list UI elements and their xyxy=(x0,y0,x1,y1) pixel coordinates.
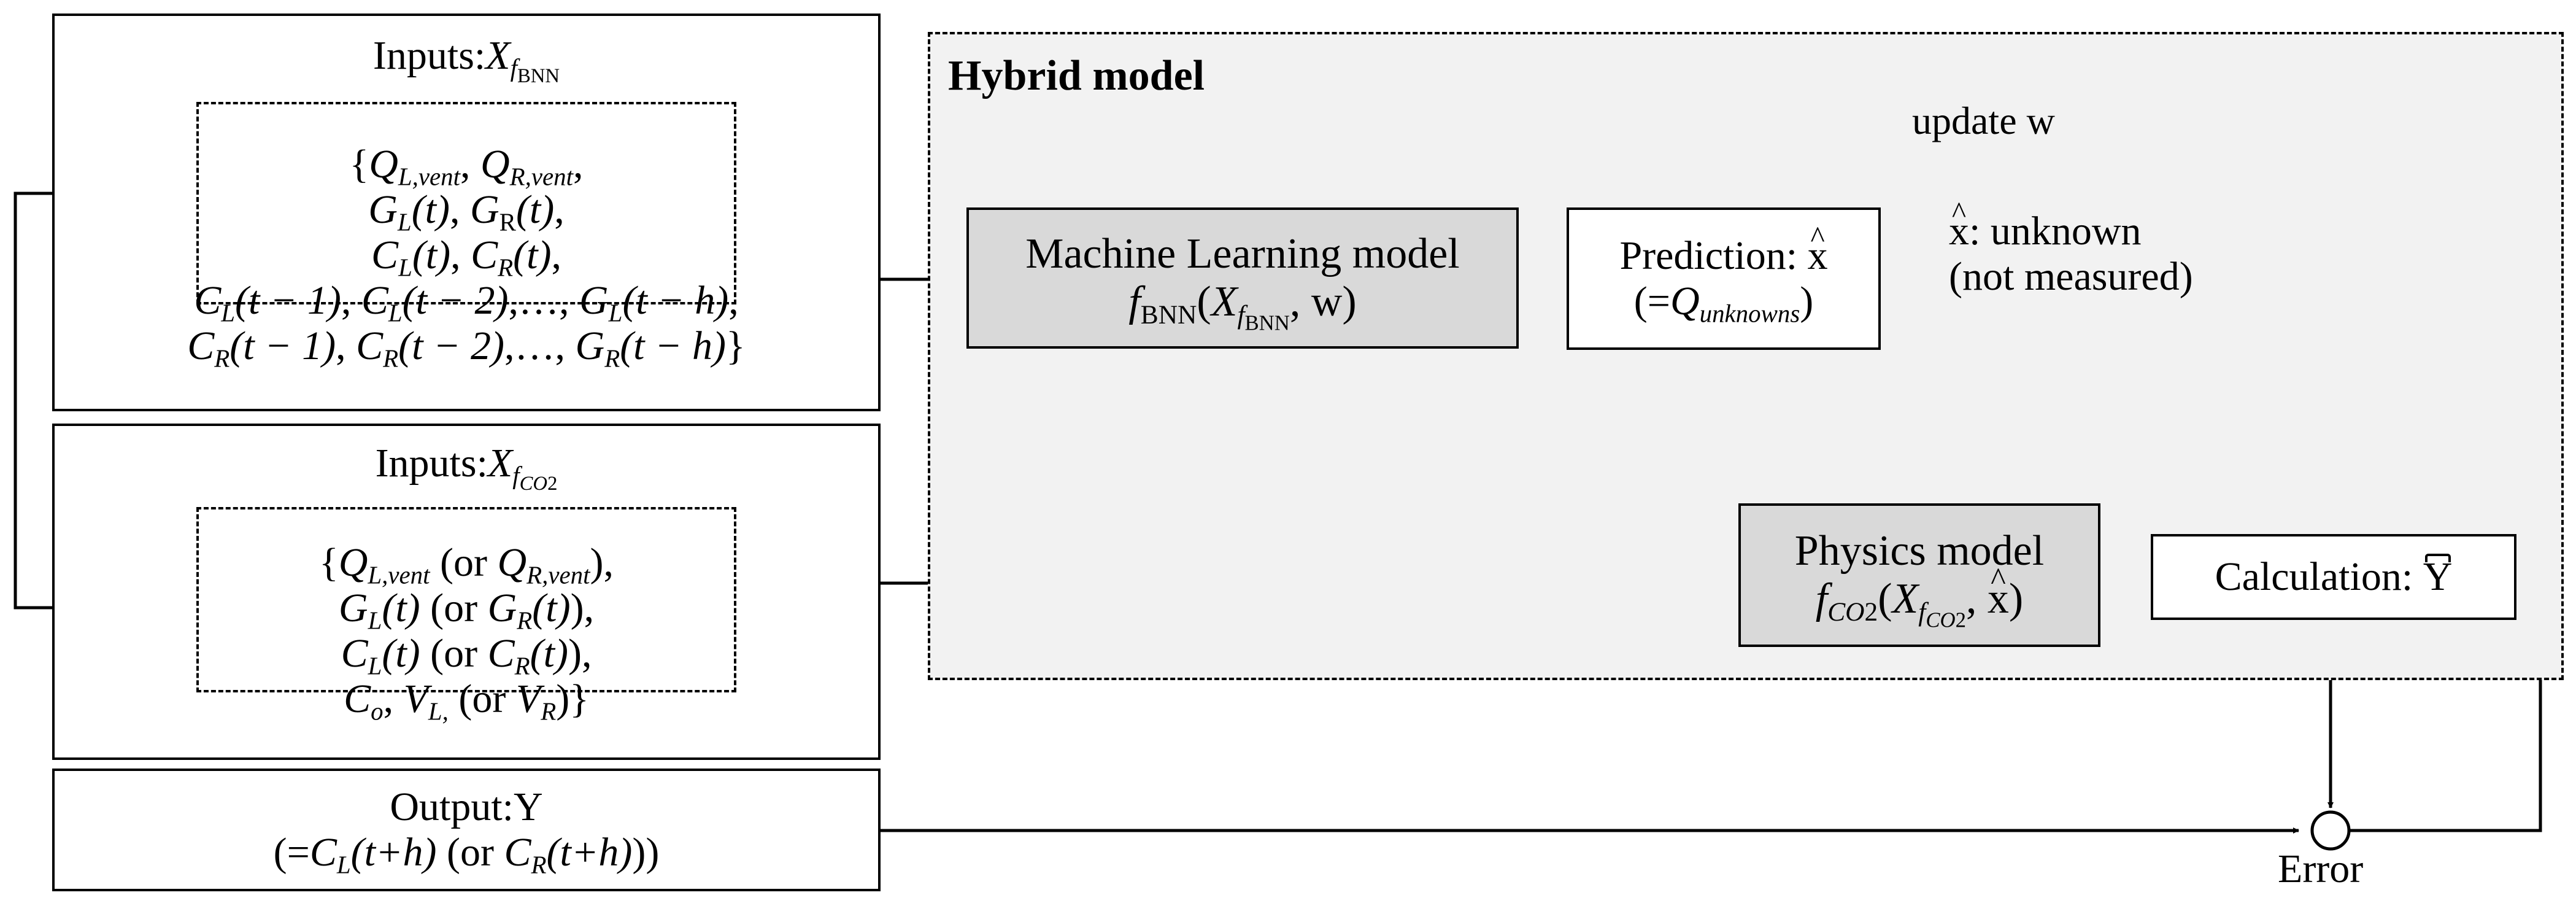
physics-model-formula: fCO2(XfCO2, x) xyxy=(1816,575,2023,630)
unknown-note-line2: (not measured) xyxy=(1949,254,2193,299)
prediction-label: Prediction: x xyxy=(1619,233,1827,279)
bnn-line-5: CR(t − 1), CR(t − 2),…, GR(t − h)} xyxy=(187,323,746,373)
co2-line-2: GL(t) (or GR(t)), xyxy=(338,586,595,635)
co2-line-3: CL(t) (or CR(t)), xyxy=(341,631,592,680)
f-symbol: f xyxy=(510,54,517,82)
bnn-subscript: BNN xyxy=(517,65,560,88)
update-w-label: update w xyxy=(1912,99,2055,142)
bnn-line-1: {QL,vent, QR,vent, xyxy=(349,142,584,191)
prediction-unknowns: (=Qunknowns) xyxy=(1633,279,1814,328)
physics-model-box: Physics model fCO2(XfCO2, x) xyxy=(1738,503,2100,647)
co2-line-4: Co, VL, (or VR)} xyxy=(344,676,589,726)
calculation-label: Calculation: Y xyxy=(2215,554,2453,600)
inputs-co2-box: Inputs:XfCO2 {QL,vent (or QR,vent), GL(t… xyxy=(52,424,881,760)
ml-model-formula: fBNN(XfBNN, w) xyxy=(1128,278,1357,335)
prediction-box: Prediction: x (=Qunknowns) xyxy=(1567,207,1881,350)
bnn-line-2: GL(t), GR(t), xyxy=(368,187,565,236)
unknown-note: x: unknown (not measured) xyxy=(1949,209,2193,300)
co2-line-1: {QL,vent (or QR,vent), xyxy=(319,540,614,589)
unknown-note-line1: x: unknown xyxy=(1949,209,2193,254)
bnn-line-3: CL(t), CR(t), xyxy=(371,233,561,282)
inputs-bnn-label: Inputs: xyxy=(372,33,486,79)
output-box: Output:Y (=CL(t+h) (or CR(t+h))) xyxy=(52,769,881,891)
calculation-box: Calculation: Y xyxy=(2151,534,2516,620)
inputs-bnn-box: Inputs:XfBNN {QL,vent, QR,vent, GL(t), G… xyxy=(52,14,881,411)
inputs-co2-dashed-group xyxy=(196,507,736,692)
ml-model-box: Machine Learning model fBNN(XfBNN, w) xyxy=(966,207,1519,349)
inputs-bnn-list: {QL,vent, QR,vent, GL(t), GR(t), CL(t), … xyxy=(55,102,878,409)
inputs-co2-list: {QL,vent (or QR,vent), GL(t) (or GR(t)),… xyxy=(55,508,878,754)
inputs-co2-heading: Inputs:XfCO2 xyxy=(375,441,558,495)
output-label: Output:Y xyxy=(390,784,543,830)
hybrid-model-title: Hybrid model xyxy=(948,52,1205,99)
error-node xyxy=(2310,810,2351,851)
inputs-bnn-heading: Inputs:XfBNN xyxy=(55,22,878,90)
error-label: Error xyxy=(2278,846,2364,891)
x-symbol: X xyxy=(485,33,511,79)
ml-model-title: Machine Learning model xyxy=(1025,230,1460,277)
bnn-line-4: CL(t − 1), CL(t − 2),…, GL(t − h), xyxy=(194,277,739,327)
physics-model-title: Physics model xyxy=(1794,527,2045,575)
output-expression: (=CL(t+h) (or CR(t+h))) xyxy=(273,830,660,879)
inputs-bnn-dashed-group xyxy=(196,102,736,304)
